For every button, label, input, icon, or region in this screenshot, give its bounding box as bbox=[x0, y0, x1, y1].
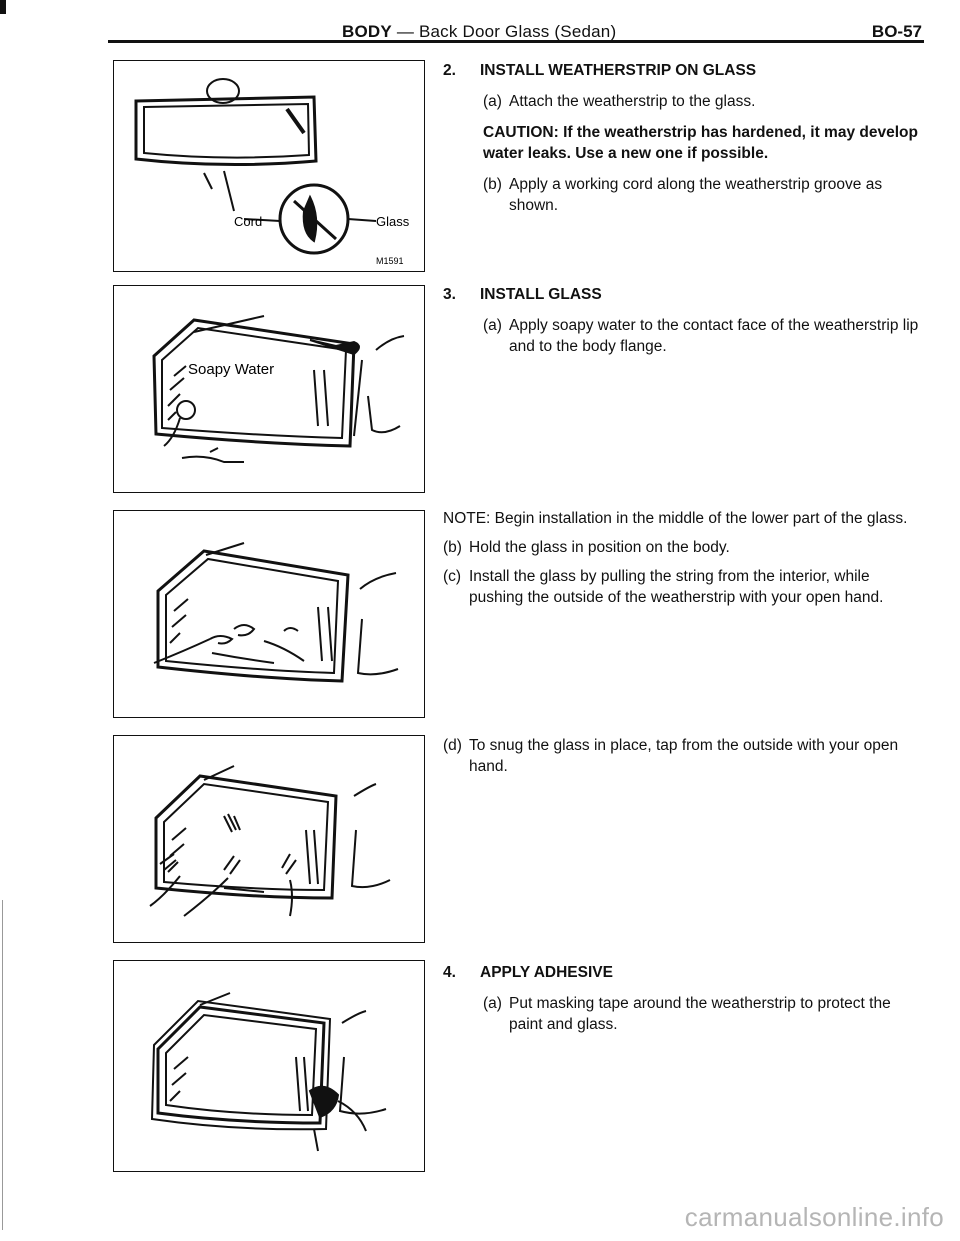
substep-b: (b) Hold the glass in position on the bo… bbox=[443, 537, 923, 558]
step-3-substep-d: (d) To snug the glass in place, tap from… bbox=[443, 735, 923, 777]
figure-weatherstrip-cord: Cord Glass M1591 bbox=[113, 60, 425, 272]
substep-label: (a) bbox=[483, 317, 502, 334]
step-heading: 4. APPLY ADHESIVE bbox=[443, 962, 923, 983]
step-heading: 2. INSTALL WEATHERSTRIP ON GLASS bbox=[443, 60, 923, 81]
substep-a: (a) Put masking tape around the weathers… bbox=[483, 993, 923, 1035]
section-subtitle: Back Door Glass (Sedan) bbox=[418, 22, 617, 41]
step-heading: 3. INSTALL GLASS bbox=[443, 284, 923, 305]
substep-a: (a) Attach the weatherstrip to the glass… bbox=[483, 91, 923, 112]
label-glass: Glass bbox=[376, 214, 410, 229]
step-3-section: 3. INSTALL GLASS (a) Apply soapy water t… bbox=[443, 284, 923, 357]
substep-b: (b) Apply a working cord along the weath… bbox=[483, 174, 923, 216]
soapy-water-illustration: Soapy Water bbox=[152, 315, 405, 463]
figure-code: M1591 bbox=[376, 256, 404, 266]
substep-label: (a) bbox=[483, 995, 502, 1012]
figure-soapy-water: Soapy Water bbox=[113, 285, 425, 493]
note-text: NOTE: Begin installation in the middle o… bbox=[443, 510, 908, 527]
figure-masking-tape bbox=[113, 960, 425, 1172]
substep-text: Hold the glass in position on the body. bbox=[469, 539, 730, 556]
header-rule bbox=[108, 40, 924, 43]
substep-text: Attach the weatherstrip to the glass. bbox=[509, 93, 756, 110]
figure-pull-string bbox=[113, 510, 425, 718]
caution-text: CAUTION: If the weatherstrip has hardene… bbox=[483, 124, 918, 162]
substep-label: (b) bbox=[483, 176, 502, 193]
pull-string-illustration bbox=[153, 542, 399, 683]
page-corner-mark bbox=[0, 0, 6, 14]
figure-tap-glass bbox=[113, 735, 425, 943]
substep-c: (c) Install the glass by pulling the str… bbox=[443, 566, 923, 608]
substep-text: Apply soapy water to the contact face of… bbox=[509, 317, 919, 355]
step-title: INSTALL WEATHERSTRIP ON GLASS bbox=[480, 62, 757, 79]
tap-glass-illustration bbox=[149, 765, 391, 917]
watermark[interactable]: carmanualsonline.info bbox=[684, 1202, 944, 1232]
scan-edge-line bbox=[2, 900, 3, 1230]
substep-label: (b) bbox=[443, 539, 462, 556]
title-dash: — bbox=[391, 22, 419, 41]
substep-d: (d) To snug the glass in place, tap from… bbox=[443, 735, 923, 777]
step-4-section: 4. APPLY ADHESIVE (a) Put masking tape a… bbox=[443, 962, 923, 1035]
substep-label: (a) bbox=[483, 93, 502, 110]
label-soapy-water: Soapy Water bbox=[188, 361, 274, 378]
step-title: APPLY ADHESIVE bbox=[480, 964, 613, 981]
step-number: 2. bbox=[443, 62, 456, 79]
page-title: BODY — Back Door Glass (Sedan) bbox=[342, 22, 616, 42]
step-3-continued: NOTE: Begin installation in the middle o… bbox=[443, 508, 923, 608]
substep-text: To snug the glass in place, tap from the… bbox=[469, 737, 899, 775]
step-number: 4. bbox=[443, 964, 456, 981]
masking-tape-illustration bbox=[150, 992, 387, 1152]
page-code: BO-57 bbox=[871, 22, 922, 41]
section-name: BODY bbox=[342, 22, 392, 41]
substep-a: (a) Apply soapy water to the contact fac… bbox=[483, 315, 923, 357]
step-title: INSTALL GLASS bbox=[480, 286, 602, 303]
step-number: 3. bbox=[443, 286, 456, 303]
page-header: BODY — Back Door Glass (Sedan) BO-57 bbox=[110, 12, 922, 42]
weatherstrip-cord-illustration: Cord Glass M1591 bbox=[134, 78, 410, 266]
substep-label: (d) bbox=[443, 737, 462, 754]
substep-text: Apply a working cord along the weatherst… bbox=[509, 176, 883, 214]
label-cord: Cord bbox=[234, 214, 262, 229]
substep-text: Put masking tape around the weatherstrip… bbox=[509, 995, 891, 1033]
step-2-section: 2. INSTALL WEATHERSTRIP ON GLASS (a) Att… bbox=[443, 60, 923, 216]
substep-label: (c) bbox=[443, 568, 462, 585]
substep-text: Install the glass by pulling the string … bbox=[469, 568, 884, 606]
